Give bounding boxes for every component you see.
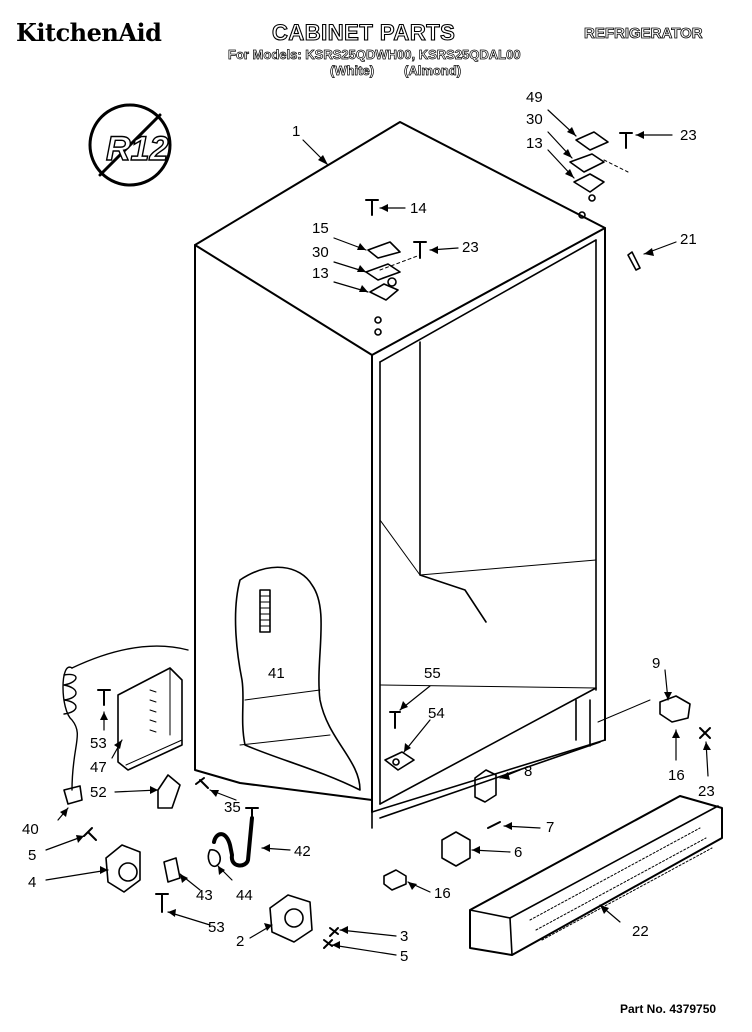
cutaway-spring-part: [259, 589, 271, 633]
callout-5: 5: [400, 948, 408, 965]
control-box-assembly: [62, 645, 189, 805]
right-leveling-bracket: [597, 695, 711, 739]
callout-labels: 1 14 15 30 23 13 49 30 13 23 21 41 55 54…: [22, 89, 715, 965]
top-hinge-assembly-center: [365, 199, 427, 336]
callout-4: 4: [28, 874, 36, 891]
callout-54: 54: [428, 705, 445, 722]
callout-2: 2: [236, 933, 244, 950]
callout-5: 5: [28, 847, 36, 864]
callout-23: 23: [680, 127, 697, 144]
callout-23: 23: [698, 783, 715, 800]
callout-55: 55: [424, 665, 441, 682]
callout-42: 42: [294, 843, 311, 860]
callout-22: 22: [632, 923, 649, 940]
callout-8: 8: [524, 763, 532, 780]
callout-15: 15: [312, 220, 329, 237]
inner-bracket-parts: [384, 711, 415, 771]
callout-6: 6: [514, 844, 522, 861]
callout-leader-lines: [45, 109, 709, 956]
part-number: Part No. 4379750: [620, 1002, 717, 1016]
callout-49: 49: [526, 89, 543, 106]
callout-53: 53: [90, 735, 107, 752]
cabinet-shell: [194, 121, 606, 829]
callout-23: 23: [462, 239, 479, 256]
base-grille-part: [469, 795, 723, 956]
callout-arrowheads: [60, 127, 711, 949]
callout-35: 35: [224, 799, 241, 816]
callout-1: 1: [292, 123, 300, 140]
callout-16: 16: [668, 767, 685, 784]
callout-47: 47: [90, 759, 107, 776]
r12-badge-icon: [88, 103, 172, 187]
brand-logo: KitchenAid: [16, 18, 162, 47]
callout-40: 40: [22, 821, 39, 838]
appliance-type: REFRIGERATOR: [584, 25, 703, 43]
callout-16: 16: [434, 885, 451, 902]
callout-3: 3: [400, 928, 408, 945]
color-white-label: (White): [330, 63, 375, 79]
r12-badge-text: R12: [106, 130, 168, 168]
drain-tube-assembly: [163, 807, 259, 883]
callout-7: 7: [546, 819, 554, 836]
front-bottom-hardware: [383, 769, 501, 891]
callout-9: 9: [652, 655, 660, 672]
callout-43: 43: [196, 887, 213, 904]
bottom-clip-parts: [157, 774, 209, 809]
callout-30: 30: [526, 111, 543, 128]
callout-44: 44: [236, 887, 253, 904]
page-title: CABINET PARTS: [271, 19, 456, 45]
top-hinge-assembly-right: [569, 131, 641, 271]
center-caster-assembly: [269, 894, 339, 949]
callout-41: 41: [268, 665, 285, 682]
color-almond-label: (Almond): [404, 63, 462, 79]
callout-13: 13: [526, 135, 543, 152]
callout-30: 30: [312, 244, 329, 261]
callout-53: 53: [208, 919, 225, 936]
callout-13: 13: [312, 265, 329, 282]
callout-21: 21: [680, 231, 697, 248]
model-numbers: For Models: KSRS25QDWH00, KSRS25QDAL00: [228, 47, 521, 63]
left-caster-assembly: [83, 827, 169, 913]
callout-52: 52: [90, 784, 107, 801]
callout-14: 14: [410, 200, 427, 217]
